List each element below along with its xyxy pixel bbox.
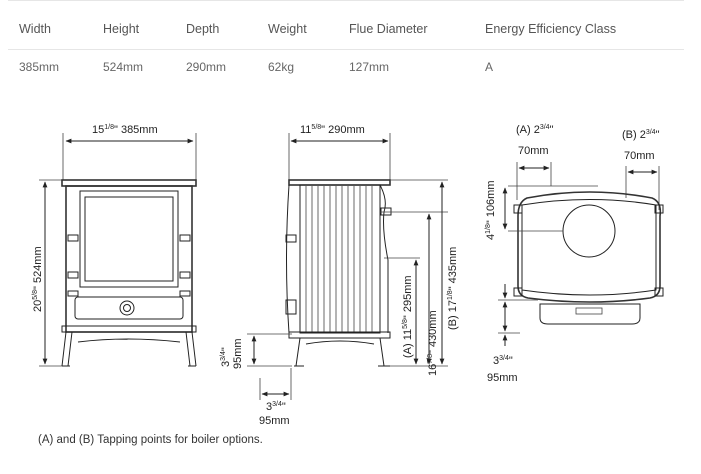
side-view: 115/8" 290mm 33/4" 95mm 33/4" 95mm bbox=[220, 124, 459, 427]
table-header-divider bbox=[8, 49, 684, 50]
flue-height-label: 167/8" 430mm bbox=[427, 310, 439, 376]
side-depth-label: 115/8" 290mm bbox=[300, 124, 365, 136]
top-a-mm-label: 70mm bbox=[518, 145, 549, 157]
header-weight: Weight bbox=[268, 22, 307, 36]
value-width: 385mm bbox=[19, 60, 60, 74]
side-rear-mm-label: 95mm bbox=[259, 415, 290, 427]
front-view: 151/8" 385mm 205/8" 524mm bbox=[32, 124, 197, 367]
header-depth: Depth bbox=[186, 22, 220, 36]
header-energy-class: Energy Efficiency Class bbox=[485, 22, 617, 36]
value-weight: 62kg bbox=[268, 60, 295, 74]
front-height-label: 205/8" 524mm bbox=[32, 246, 44, 312]
side-rear-inch-label: 33/4" bbox=[266, 401, 286, 413]
side-leg-inch-label: 33/4" bbox=[220, 347, 232, 367]
dimension-diagram: 151/8" 385mm 205/8" 524mm 115/8" bbox=[32, 124, 664, 427]
header-width: Width bbox=[19, 22, 51, 36]
value-depth: 290mm bbox=[186, 60, 227, 74]
diagram-caption: (A) and (B) Tapping points for boiler op… bbox=[38, 434, 263, 446]
spec-value-row: 385mm 524mm 290mm 62kg 127mm A bbox=[0, 60, 701, 80]
top-view: (A) 23/4" 70mm (B) 23/4" 70mm 41/8" 106m… bbox=[485, 124, 664, 384]
top-b-mm-label: 70mm bbox=[624, 150, 655, 162]
spec-header-row: Width Height Depth Weight Flue Diameter … bbox=[0, 22, 701, 42]
front-width-label: 151/8" 385mm bbox=[92, 124, 158, 136]
header-height: Height bbox=[103, 22, 140, 36]
top-rear-inch-label: 33/4" bbox=[493, 355, 513, 367]
top-a-inch-label: (A) 23/4" bbox=[516, 124, 554, 136]
tap-a-height-label: (A) 115/8" 295mm bbox=[402, 275, 414, 358]
side-leg-mm-label: 95mm bbox=[232, 338, 244, 369]
top-rear-mm-label: 95mm bbox=[487, 372, 518, 384]
value-flue-diameter: 127mm bbox=[349, 60, 390, 74]
value-energy-class: A bbox=[485, 60, 494, 74]
value-height: 524mm bbox=[103, 60, 144, 74]
table-top-divider bbox=[8, 0, 684, 1]
top-flue-offset-label: 41/8" 106mm bbox=[485, 181, 497, 241]
top-b-inch-label: (B) 23/4" bbox=[622, 129, 660, 141]
header-flue-diameter: Flue Diameter bbox=[349, 22, 428, 36]
tap-b-height-label: (B) 171/8" 435mm bbox=[447, 247, 459, 330]
